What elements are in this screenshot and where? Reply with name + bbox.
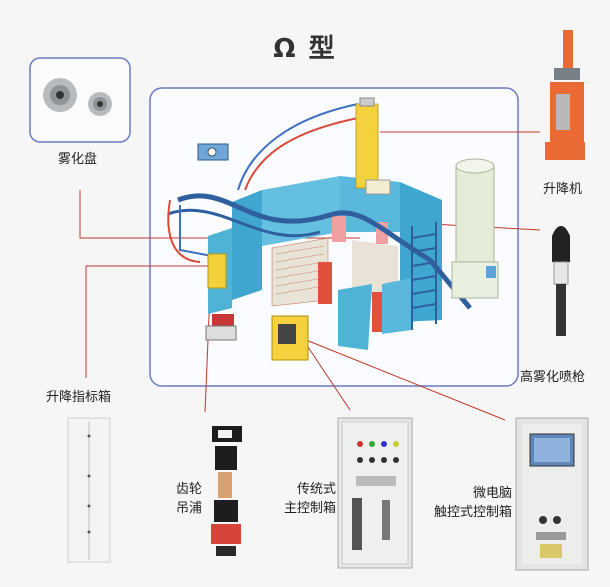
traditional-control-box-photo	[337, 417, 413, 569]
booth-wall-front	[338, 284, 372, 350]
label-lifter: 升降机	[543, 182, 583, 197]
red-panel	[318, 262, 332, 304]
label-high-atomizing-gun: 高雾化喷枪	[520, 370, 586, 385]
ladder	[411, 222, 437, 330]
lift-indicator-box-photo	[67, 417, 111, 563]
atomizer-disc-small-icon	[88, 92, 112, 116]
leader-micro-box	[305, 339, 506, 421]
page-title: Ω 型	[273, 34, 337, 64]
atomizer-disc-inset	[29, 57, 131, 143]
label-traditional-box: 传统式 主控制箱	[282, 480, 336, 518]
storage-tank	[451, 158, 499, 299]
atomizer-disc-large-icon	[43, 78, 77, 112]
label-gear-hoist-line1: 齿轮	[176, 482, 203, 497]
label-gear-hoist: 齿轮 吊浦	[176, 480, 202, 518]
label-traditional-box-line1: 传统式	[296, 482, 336, 497]
paint-booth-illustration	[167, 97, 499, 361]
leader-lift-indicator-box	[85, 265, 230, 378]
touch-control-box-photo	[515, 417, 589, 571]
label-touch-control-box-line1: 微电脑	[472, 486, 512, 501]
high-atomizing-gun-photo	[552, 226, 570, 336]
label-touch-control-box: 微电脑 触控式控制箱	[416, 484, 512, 522]
booth-wall-back-left	[232, 190, 262, 300]
label-atomizer-disc: 雾化盘	[58, 152, 98, 167]
leader-traditional-box	[301, 337, 351, 411]
lifter-column	[355, 103, 379, 189]
label-lift-indicator-box: 升降指标箱	[46, 390, 112, 405]
label-gear-hoist-line2: 吊浦	[176, 501, 203, 516]
indicator-box-small	[207, 253, 227, 289]
label-traditional-box-line2: 主控制箱	[283, 501, 336, 516]
label-touch-control-box-line2: 触控式控制箱	[433, 505, 512, 520]
overhead-conveyor	[177, 193, 472, 310]
lifter-photo	[545, 30, 585, 160]
gear-hoist-photo	[211, 426, 242, 556]
